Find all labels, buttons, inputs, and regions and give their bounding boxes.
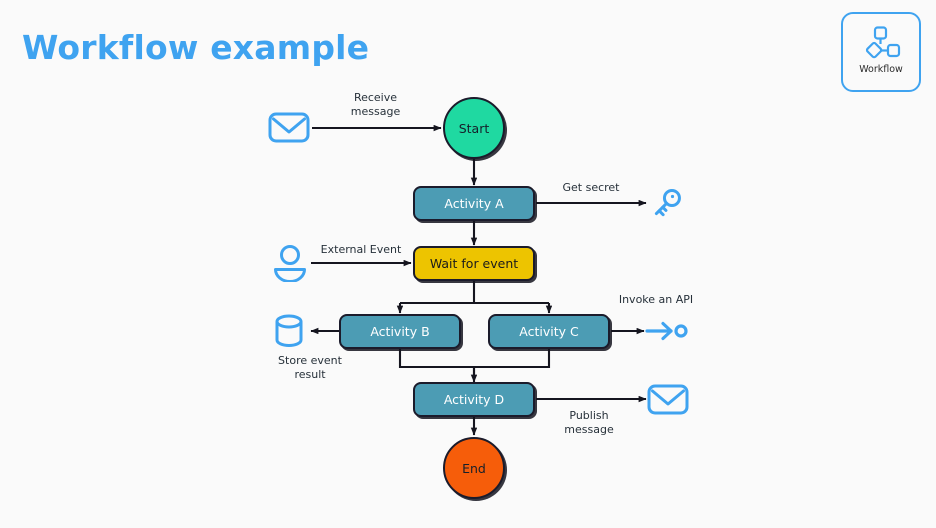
- envelope-icon[interactable]: [268, 110, 310, 144]
- edge-label-publish-message: Publish message: [564, 409, 614, 436]
- node-activity-c-label: Activity C: [519, 324, 579, 339]
- workflow-badge[interactable]: Workflow: [841, 12, 921, 92]
- edge-fork-bus: [400, 281, 549, 305]
- node-wait-for-event-label: Wait for event: [429, 256, 519, 271]
- node-start-label: Start: [458, 120, 490, 136]
- database-icon[interactable]: [272, 313, 306, 351]
- edge-label-receive-message: Receive message: [350, 91, 401, 118]
- user-icon[interactable]: [272, 244, 308, 282]
- envelope-icon[interactable]: [647, 382, 689, 416]
- node-wait-for-event[interactable]: Wait for event: [413, 246, 535, 281]
- node-activity-d-label: Activity D: [443, 392, 505, 407]
- api-arrow-icon[interactable]: [645, 316, 689, 346]
- node-activity-d[interactable]: Activity D: [413, 382, 535, 417]
- node-end-label: End: [462, 460, 486, 476]
- node-start[interactable]: Start: [443, 97, 505, 159]
- edge-label-invoke-an-api: Invoke an API: [618, 293, 694, 306]
- node-activity-a-label: Activity A: [444, 196, 504, 211]
- node-activity-a[interactable]: Activity A: [413, 186, 535, 221]
- edge-label-external-event: External Event: [320, 243, 402, 256]
- node-end[interactable]: End: [443, 437, 505, 499]
- node-activity-c[interactable]: Activity C: [488, 314, 610, 349]
- workflow-nodes-icon: [865, 26, 901, 59]
- key-icon[interactable]: [647, 183, 687, 223]
- edge-label-get-secret: Get secret: [562, 181, 620, 194]
- edge-join-bus: [398, 349, 551, 379]
- edge-label-store-event-result: Store event result: [278, 354, 342, 381]
- node-activity-b[interactable]: Activity B: [339, 314, 461, 349]
- workflow-badge-label: Workflow: [859, 64, 903, 75]
- page-title: Workflow example: [22, 28, 370, 67]
- node-activity-b-label: Activity B: [370, 324, 430, 339]
